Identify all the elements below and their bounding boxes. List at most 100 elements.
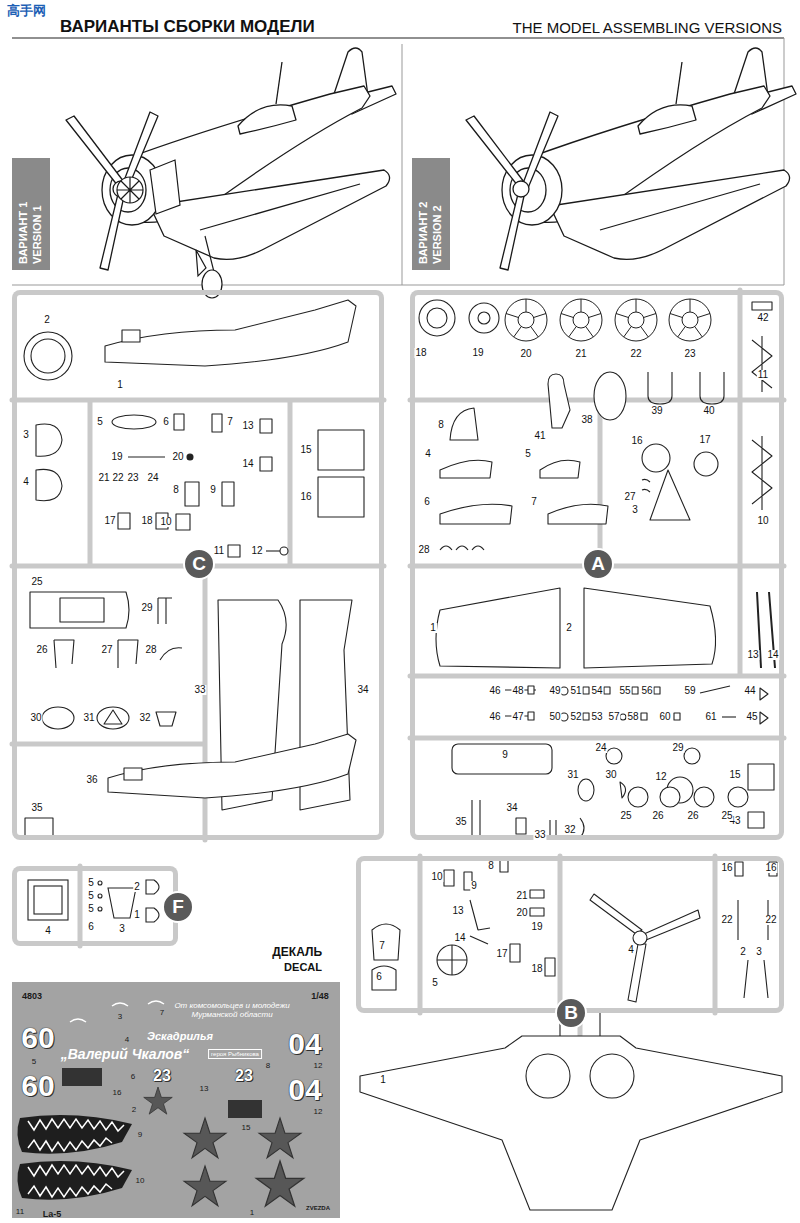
decal-number: 12	[314, 1108, 323, 1116]
callout-number: 34	[505, 803, 518, 813]
sprue-letter: A	[582, 548, 614, 580]
callout-number: 46	[488, 712, 501, 722]
version-label: VERSION 2	[431, 158, 445, 264]
callout-number: 10	[756, 516, 769, 526]
callout-number: 31	[566, 770, 579, 780]
callout-number: 15	[728, 770, 741, 780]
decal-number: 9	[138, 1131, 142, 1139]
decal-number: 5	[32, 1058, 36, 1066]
rotated-text: ВАРИАНТ 2VERSION 2	[412, 158, 450, 270]
callout-number: 59	[683, 686, 696, 696]
decal-heading: ДЕКАЛЬ	[272, 946, 322, 958]
decal-tactical-number: 23	[235, 1068, 253, 1084]
callout-number: 32	[138, 713, 151, 723]
callout-number: 9	[209, 485, 217, 495]
callout-number: 33	[193, 685, 206, 695]
callout-number: 16	[764, 863, 777, 873]
callout-number: 53	[590, 712, 603, 722]
callout-number: 19	[110, 452, 123, 462]
callout-number: 8	[172, 485, 180, 495]
callout-number: 50	[548, 712, 561, 722]
callout-number: 46	[488, 686, 501, 696]
callout-number: 17	[103, 516, 116, 526]
callout-number: 16	[630, 436, 643, 446]
callout-number: 57	[607, 712, 620, 722]
callout-number: 60	[658, 712, 671, 722]
callout-number: 41	[533, 431, 546, 441]
callout-number: 48	[511, 686, 524, 696]
callout-number: 7	[226, 417, 234, 427]
callout-number: 29	[671, 743, 684, 753]
callout-number: 26	[35, 645, 48, 655]
callout-number: 51	[569, 686, 582, 696]
decal-number: 12	[314, 1062, 323, 1070]
sprue-letter: F	[162, 891, 194, 923]
callout-number: 28	[144, 645, 157, 655]
callout-number: 24	[594, 743, 607, 753]
callout-number: 13	[241, 421, 254, 431]
callout-number: 61	[704, 712, 717, 722]
callout-number: 26	[686, 811, 699, 821]
callout-number: 11	[757, 370, 769, 380]
callout-number: 3	[631, 505, 639, 515]
callout-number: 45	[745, 712, 758, 722]
callout-number: 12	[250, 546, 263, 556]
callout-number: 16	[299, 492, 312, 502]
callout-number: 28	[417, 545, 430, 555]
version-label: ВАРИАНТ 1	[17, 158, 31, 264]
callout-number: 27	[623, 492, 636, 502]
callout-number: 22	[111, 473, 124, 483]
decal-slogan: Эскадрилья	[147, 1031, 213, 1042]
callout-number: 2	[739, 947, 747, 957]
version-label: ВАРИАНТ 2	[417, 158, 431, 264]
callout-number: 4	[424, 449, 432, 459]
callout-number: 44	[743, 686, 756, 696]
decal-number: 15	[242, 1124, 251, 1132]
callout-number: 22	[720, 915, 733, 925]
decal-tactical-number: 60	[21, 1023, 54, 1053]
callout-number: 16	[720, 863, 733, 873]
callout-number: 17	[495, 949, 508, 959]
callout-number: 55	[618, 686, 631, 696]
callout-number: 6	[87, 922, 95, 932]
callout-number: 1	[116, 380, 124, 390]
callout-number: 25	[30, 577, 43, 587]
callout-number: 1	[379, 1075, 387, 1085]
callout-number: 1	[133, 910, 141, 920]
callout-number: 35	[30, 803, 43, 813]
version-label: VERSION 1	[31, 158, 45, 264]
decal-number: 3	[118, 1013, 122, 1021]
callout-number: 12	[654, 772, 667, 782]
callout-number: 52	[569, 712, 582, 722]
callout-number: 19	[471, 348, 484, 358]
callout-number: 30	[29, 713, 42, 723]
decal-sheet-code: 1/48	[311, 992, 329, 1001]
callout-number: 5	[431, 978, 439, 988]
decal-tactical-number: 23	[153, 1068, 171, 1084]
decal-number: 2	[132, 1106, 136, 1114]
version-band: ВАРИАНТ 1VERSION 1	[12, 158, 50, 270]
callout-number: 29	[140, 603, 153, 613]
callout-number: 14	[453, 933, 466, 943]
callout-number: 6	[375, 972, 383, 982]
watermark: 高手网	[7, 4, 46, 17]
callout-number: 56	[640, 686, 653, 696]
callout-number: 58	[626, 712, 639, 722]
decal-number: 4	[125, 1036, 129, 1044]
callout-number: 20	[515, 908, 528, 918]
callout-number: 2	[565, 623, 573, 633]
callout-number: 11	[213, 546, 225, 556]
rotated-text: ВАРИАНТ 1VERSION 1	[12, 158, 50, 270]
callout-number: 21	[97, 473, 110, 483]
callout-number: 8	[437, 420, 445, 430]
callout-number: 6	[423, 497, 431, 507]
decal-slogan: „Валерий Чкалов“	[61, 1047, 190, 1061]
decal-heading: DECAL	[284, 962, 322, 973]
callout-number: 32	[563, 825, 576, 835]
callout-number: 47	[511, 712, 524, 722]
decal-tactical-number: 04	[288, 1029, 321, 1059]
decal-number: 8	[266, 1062, 270, 1070]
callout-number: 15	[299, 445, 312, 455]
